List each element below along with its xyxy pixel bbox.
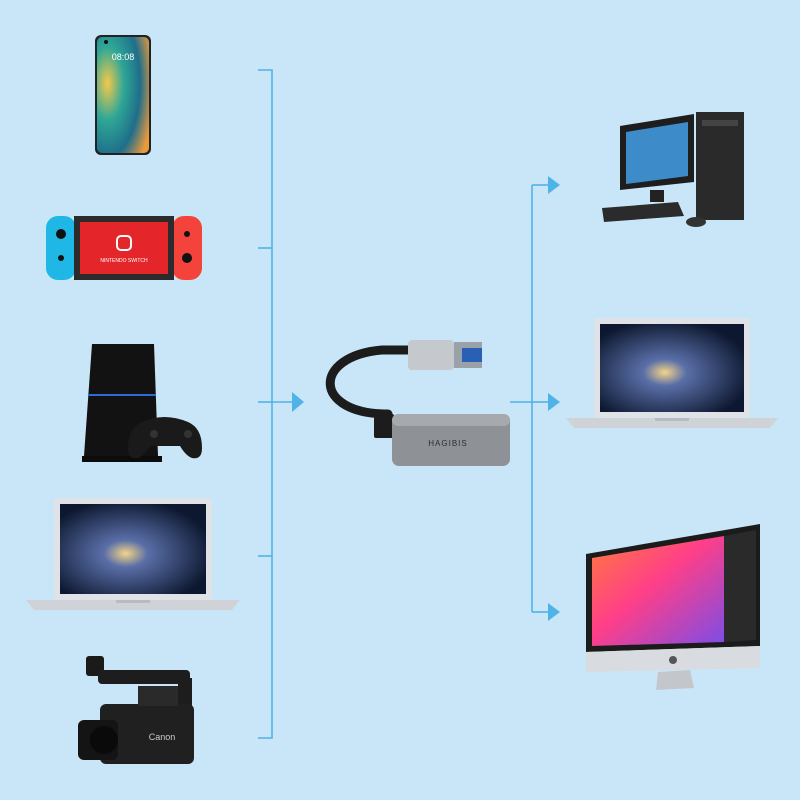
- camcorder-brand-text: Canon: [149, 732, 176, 742]
- console-with-controller-icon: [80, 344, 210, 464]
- left-bracket-line: [258, 69, 273, 739]
- phone-clock: 08:08: [112, 52, 135, 62]
- adapter-brand-text: HAGIBIS: [428, 439, 467, 448]
- usb-capture-adapter-icon: HAGIBIS: [312, 338, 512, 470]
- smartphone-icon: 08:08: [94, 34, 152, 156]
- arrow-right-icon: [548, 176, 560, 194]
- console-screen-text: NINTENDO SWITCH: [100, 258, 148, 264]
- laptop-icon: [26, 498, 240, 612]
- handheld-console-icon: NINTENDO SWITCH: [46, 214, 202, 282]
- imac-icon: [584, 522, 764, 694]
- desktop-pc-icon: [598, 110, 748, 230]
- laptop-icon: [566, 318, 778, 430]
- camcorder-icon: Canon: [78, 650, 206, 770]
- arrow-right-icon: [292, 392, 304, 412]
- arrow-right-icon: [548, 603, 560, 621]
- arrow-right-icon: [548, 393, 560, 411]
